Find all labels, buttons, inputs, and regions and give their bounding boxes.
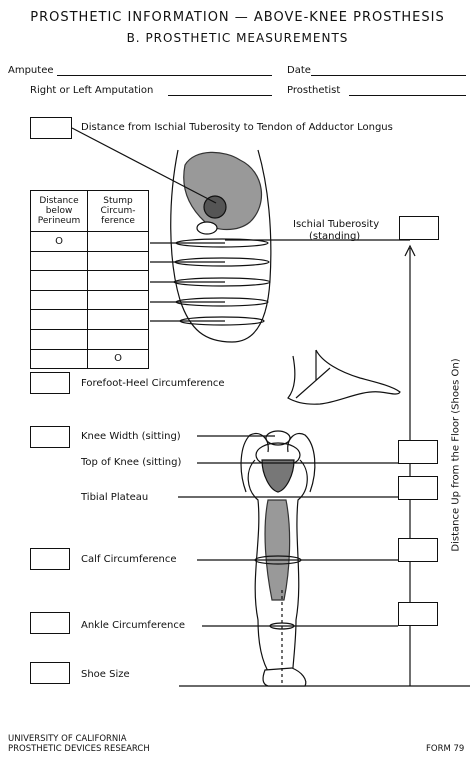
amputee-label: Amputee xyxy=(8,65,54,76)
page-subtitle: B. PROSTHETIC MEASUREMENTS xyxy=(126,31,349,45)
tibial-plateau-label: Tibial Plateau xyxy=(81,492,149,503)
shoe-size-label: Shoe Size xyxy=(81,669,130,680)
ischial-adductor-label: Distance from Ischial Tuberosity to Tend… xyxy=(81,122,393,133)
calf-circumference-box[interactable] xyxy=(30,548,70,570)
calf-circumference-label: Calf Circumference xyxy=(81,554,177,565)
ankle-circumference-box[interactable] xyxy=(30,612,70,634)
table-cell[interactable]: O xyxy=(30,231,88,252)
femoral-head xyxy=(203,195,227,219)
amputee-field[interactable] xyxy=(57,75,272,76)
knee-width-label: Knee Width (sitting) xyxy=(81,431,181,442)
org-line2: PROSTHETIC DEVICES RESEARCH xyxy=(8,744,150,754)
pelvis-shape xyxy=(183,151,263,231)
table-cell[interactable] xyxy=(87,250,149,272)
prosthetist-field[interactable] xyxy=(349,95,466,96)
table-cell[interactable] xyxy=(87,328,149,350)
form-number: FORM 79 xyxy=(426,744,465,754)
side-label: Right or Left Amputation xyxy=(30,85,154,96)
table-cell[interactable] xyxy=(30,348,88,370)
ischial-tuberosity-box[interactable] xyxy=(399,216,439,240)
vertical-axis-label: Distance Up from the Floor (Shoes On) xyxy=(450,358,462,552)
tibial-plateau-box[interactable] xyxy=(398,476,438,500)
table-cell[interactable] xyxy=(87,270,149,291)
calf-height-box[interactable] xyxy=(398,538,438,562)
prosthetist-label: Prosthetist xyxy=(287,85,341,96)
table-cell[interactable]: O xyxy=(87,348,149,370)
table-cell[interactable] xyxy=(87,309,149,330)
forefoot-heel-label: Forefoot-Heel Circumference xyxy=(81,378,225,389)
page-title: PROSTHETIC INFORMATION — ABOVE-KNEE PROS… xyxy=(30,10,445,25)
forefoot-heel-box[interactable] xyxy=(30,372,70,394)
date-field[interactable] xyxy=(311,75,466,76)
org-line1: UNIVERSITY OF CALIFORNIA xyxy=(8,734,127,744)
table-cell[interactable] xyxy=(30,309,88,330)
top-of-knee-box[interactable] xyxy=(398,440,438,464)
top-of-knee-label: Top of Knee (sitting) xyxy=(81,457,182,468)
date-label: Date xyxy=(287,65,311,76)
shoe-size-box[interactable] xyxy=(30,662,70,684)
ankle-circumference-label: Ankle Circumference xyxy=(81,620,186,631)
ischial-tuberosity-sub: (standing) xyxy=(309,231,361,242)
foot-sketch xyxy=(287,349,401,405)
ankle-height-box[interactable] xyxy=(398,602,438,626)
table-cell[interactable] xyxy=(30,289,88,311)
side-field[interactable] xyxy=(168,95,272,96)
table-cell[interactable] xyxy=(30,250,88,272)
ischial-tuberosity-label: Ischial Tuberosity xyxy=(293,219,380,230)
table-cell[interactable] xyxy=(87,231,149,252)
table-cell[interactable] xyxy=(30,328,88,350)
table-cell[interactable] xyxy=(30,270,88,291)
knee-width-box[interactable] xyxy=(30,426,70,448)
table-cell[interactable] xyxy=(87,289,149,311)
shoe-sketch xyxy=(262,667,307,687)
ischial-adductor-box[interactable] xyxy=(30,117,72,139)
